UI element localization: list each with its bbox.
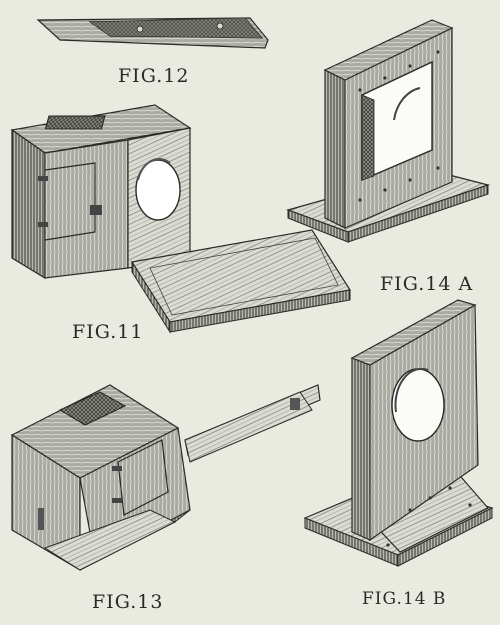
figure-12-caption: FIG.12 <box>118 65 189 87</box>
figure-14b-drawing <box>303 299 494 567</box>
figure-14b-caption: FIG.14 B <box>362 589 446 609</box>
figure-14a-caption: FIG.14 A <box>380 273 473 295</box>
figure-11-drawing <box>10 104 351 334</box>
figure-11-caption: FIG.11 <box>72 321 143 343</box>
figure-13-drawing <box>10 384 321 572</box>
figure-12-drawing <box>36 17 269 49</box>
figure-14a-drawing <box>286 19 491 243</box>
figure-13-caption: FIG.13 <box>92 591 163 613</box>
